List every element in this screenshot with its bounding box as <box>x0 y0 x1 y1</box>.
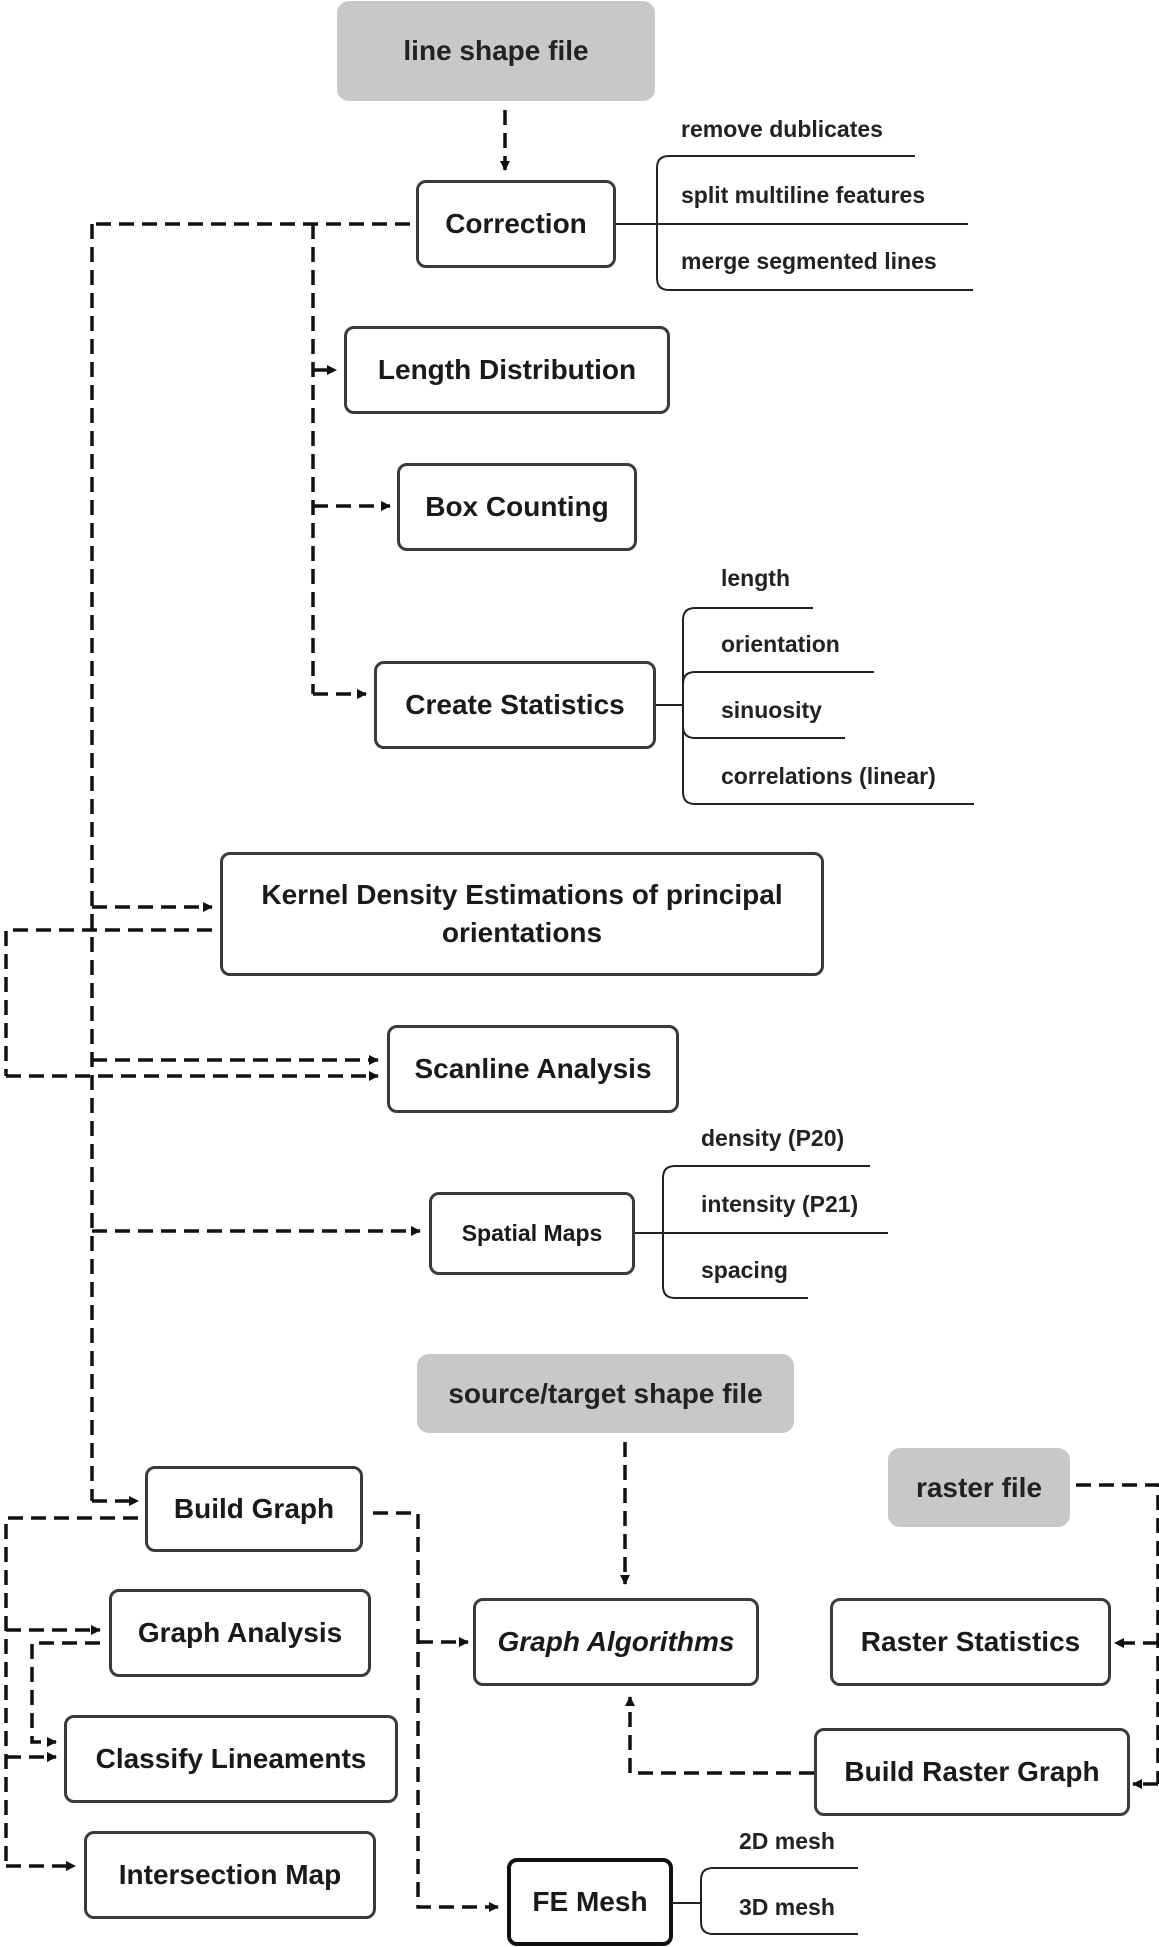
create-statistics-box[interactable]: Create Statistics <box>374 661 656 749</box>
edge-raster-file-trunk <box>1076 1483 1159 1784</box>
option-label: length <box>721 565 790 591</box>
build-graph-box[interactable]: Build Graph <box>145 1466 363 1552</box>
option-label: sinuosity <box>721 697 822 723</box>
edge-buildgraph-trunk <box>4 1516 138 1866</box>
option-label: merge segmented lines <box>681 248 937 274</box>
edge-graph-analysis-to-classify <box>30 1641 100 1747</box>
brace-correction <box>616 155 973 291</box>
source-target-shape-file-node: source/target shape file <box>417 1354 794 1433</box>
edge-buildgraph-right <box>373 1511 499 1912</box>
option-label: 3D mesh <box>739 1894 835 1920</box>
brace-spatial-maps <box>635 1165 888 1299</box>
raster-statistics-box[interactable]: Raster Statistics <box>830 1598 1111 1686</box>
option-label: split multiline features <box>681 182 926 208</box>
option-label: correlations (linear) <box>721 763 936 789</box>
correction-box[interactable]: Correction <box>416 180 616 268</box>
length-distribution-box[interactable]: Length Distribution <box>344 326 670 414</box>
brace-fe-mesh <box>673 1867 858 1935</box>
classify-lineaments-box[interactable]: Classify Lineaments <box>64 1715 398 1803</box>
line-shape-file-node: line shape file <box>337 1 655 101</box>
option-label: intensity (P21) <box>701 1191 859 1217</box>
box-counting-box[interactable]: Box Counting <box>397 463 637 551</box>
edge-kde-loop <box>4 928 212 1076</box>
option-label: remove dublicates <box>681 116 883 142</box>
edge-raster-graph-to-algorithms <box>625 1696 814 1775</box>
graph-algorithms-box[interactable]: Graph Algorithms <box>473 1598 759 1686</box>
option-label: orientation <box>721 631 840 657</box>
option-label: spacing <box>701 1257 788 1283</box>
raster-file-node: raster file <box>888 1448 1070 1527</box>
scanline-analysis-box[interactable]: Scanline Analysis <box>387 1025 679 1113</box>
intersection-map-box[interactable]: Intersection Map <box>84 1831 376 1919</box>
kde-box[interactable]: Kernel Density Estimations of principal … <box>220 852 824 976</box>
fe-mesh-box[interactable]: FE Mesh <box>507 1858 673 1946</box>
option-label: 2D mesh <box>739 1828 835 1854</box>
brace-create-statistics <box>656 607 974 805</box>
option-label: density (P20) <box>701 1125 845 1151</box>
spatial-maps-box[interactable]: Spatial Maps <box>429 1192 635 1275</box>
build-raster-graph-box[interactable]: Build Raster Graph <box>814 1728 1130 1816</box>
graph-analysis-box[interactable]: Graph Analysis <box>109 1589 371 1677</box>
